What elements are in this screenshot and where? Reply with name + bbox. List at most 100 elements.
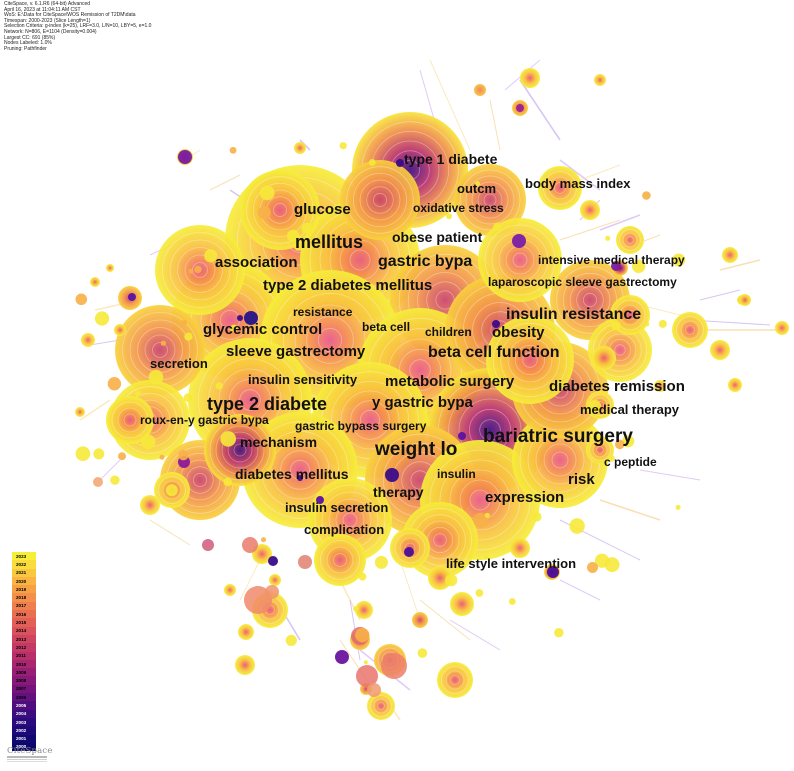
node-ring	[449, 469, 511, 531]
keyword-node	[363, 660, 368, 665]
keyword-node	[223, 477, 232, 487]
keyword-node	[298, 555, 312, 569]
keyword-node	[594, 553, 610, 568]
node-ring	[471, 181, 509, 219]
keyword-label: outcm	[457, 181, 496, 196]
legend-year-label: 2013	[16, 636, 27, 642]
node-ring	[215, 425, 265, 475]
keyword-label: insulin resistance	[506, 306, 641, 323]
node-ring	[272, 202, 288, 218]
legend-swatch	[12, 668, 36, 677]
keyword-node	[268, 556, 278, 566]
node-ring	[221, 431, 259, 469]
citespace-logo-mark: CiteSpace	[7, 746, 53, 762]
node-ring	[441, 666, 469, 694]
keyword-label: sleeve gastrectomy	[226, 343, 366, 360]
keyword-label: risk	[568, 471, 595, 488]
keyword-node	[242, 537, 258, 553]
legend-swatch	[12, 568, 36, 577]
legend-swatch	[12, 576, 36, 586]
node-ring	[233, 443, 247, 457]
keyword-node	[396, 159, 404, 167]
node-ring	[589, 439, 611, 461]
keyword-label: bariatric surgery	[483, 426, 633, 447]
logo-text: CiteSpace	[7, 746, 53, 756]
node-ring	[507, 337, 553, 383]
keyword-node	[520, 68, 540, 88]
keyword-node	[473, 512, 489, 529]
legend-year-label: 2000	[16, 744, 27, 750]
node-ring	[548, 176, 572, 200]
node-ring	[500, 330, 560, 390]
keyword-node	[287, 229, 300, 242]
keyword-node	[244, 586, 272, 614]
keyword-label: weight lo	[374, 439, 457, 460]
keyword-node	[450, 592, 474, 616]
node-ring	[479, 419, 501, 441]
node-ring	[543, 171, 577, 205]
keyword-node	[265, 585, 279, 599]
header-line: Pruning: Pathfinder	[4, 45, 47, 52]
keyword-node	[202, 539, 214, 551]
keyword-label: insulin	[437, 467, 476, 481]
legend-year-label: 2018	[16, 595, 27, 601]
keyword-node	[592, 346, 616, 370]
node-ring	[433, 533, 447, 547]
legend-year-label: 2022	[16, 561, 27, 567]
legend-swatch	[12, 593, 36, 602]
keyword-label: intensive medical therapy	[538, 253, 685, 267]
keyword-node	[586, 436, 614, 464]
node-ring	[676, 316, 704, 344]
citespace-logo: CiteSpace	[4, 744, 54, 766]
keyword-node	[493, 222, 502, 231]
keyword-node	[311, 512, 317, 517]
citespace-header-info: CiteSpace, v. 6.1.R6 (64-bit) Advanced A…	[4, 1, 151, 52]
keyword-node	[263, 261, 272, 271]
keyword-label: children	[425, 325, 472, 339]
node-ring	[342, 512, 358, 528]
legend-swatch	[12, 693, 36, 702]
keyword-node	[484, 512, 490, 518]
keyword-node	[237, 315, 243, 321]
cooccurrence-edge	[559, 219, 621, 241]
cooccurrence-edge	[489, 99, 501, 151]
node-ring	[619, 229, 641, 251]
keyword-node	[532, 512, 542, 522]
keyword-label: glucose	[294, 201, 351, 218]
keyword-node	[135, 391, 141, 397]
keyword-node	[220, 431, 236, 447]
label-layer: type 1 diabete body mass index outcm glu…	[140, 151, 685, 571]
node-ring	[477, 187, 503, 213]
keyword-node	[230, 324, 238, 333]
keyword-node	[492, 320, 500, 328]
legend-row: 2020	[12, 576, 48, 586]
keyword-label: roux-en-y gastric bypa	[140, 413, 269, 427]
keyword-label: y gastric bypa	[372, 394, 474, 411]
keyword-node	[224, 584, 236, 596]
node-ring	[394, 532, 426, 564]
keyword-node	[128, 293, 136, 301]
keyword-node	[642, 191, 651, 200]
keyword-node	[605, 235, 611, 241]
legend-swatch	[12, 585, 36, 594]
keyword-label: beta cell function	[428, 344, 560, 361]
node-ring	[543, 443, 577, 477]
cooccurrence-edge	[239, 559, 261, 601]
keyword-node	[269, 574, 281, 586]
legend-swatch	[12, 552, 36, 561]
header-line: April 16, 2023 at 11:04:11 AM CST	[4, 6, 81, 13]
node-ring	[359, 179, 401, 221]
legend-swatch	[12, 618, 36, 627]
cooccurrence-edge	[89, 339, 121, 346]
keyword-node	[204, 414, 276, 486]
legend-row: 2006	[12, 693, 48, 702]
node-ring	[377, 702, 385, 710]
legend-swatch	[12, 610, 36, 619]
cooccurrence-edge	[699, 289, 741, 301]
node-ring	[685, 325, 695, 335]
header-line: Nodes Labeled: 1.0%	[4, 40, 52, 47]
legend-row: 2002	[12, 726, 48, 735]
keyword-node	[385, 468, 399, 482]
node-ring	[450, 675, 460, 685]
legend-row: 2010	[12, 659, 48, 669]
